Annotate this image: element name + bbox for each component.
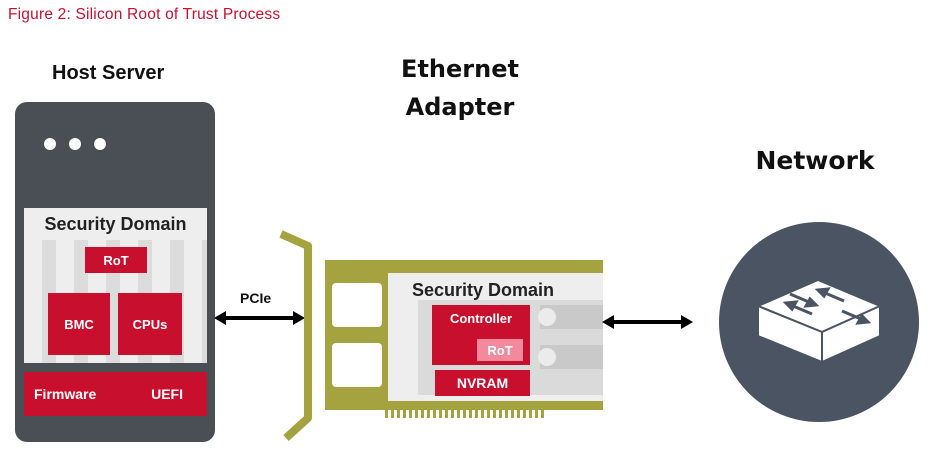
uefi-label: UEFI xyxy=(151,386,183,402)
figure-caption: Figure 2: Silicon Root of Trust Process xyxy=(8,6,281,23)
card-bracket-icon xyxy=(279,230,312,441)
firmware-uefi-block: Firmware UEFI xyxy=(24,372,207,416)
card-cutout xyxy=(332,343,382,387)
server-indicator-dot xyxy=(69,138,81,150)
bmc-block: BMC xyxy=(48,293,110,355)
ethernet-title-line-1: Ethernet xyxy=(401,55,519,83)
host-rot-block: RoT xyxy=(85,247,147,273)
server-indicator-dot xyxy=(44,138,56,150)
server-indicator-dot xyxy=(94,138,106,150)
port-circle xyxy=(538,348,556,366)
ethernet-security-domain-label: Security Domain xyxy=(411,280,555,300)
host-server-title: Host Server xyxy=(52,62,165,84)
pcie-double-arrow xyxy=(214,311,305,325)
ethernet-title-line-2: Adapter xyxy=(405,93,515,121)
host-security-domain-label: Security Domain xyxy=(44,214,187,234)
pcie-label: PCIe xyxy=(240,290,272,306)
card-edge-connector xyxy=(385,410,545,418)
port-circle xyxy=(538,308,556,326)
firmware-label: Firmware xyxy=(34,386,97,402)
ethernet-adapter-title: Ethernet Adapter xyxy=(360,50,560,126)
network-title: Network xyxy=(755,146,875,175)
network-double-arrow xyxy=(602,315,693,329)
card-cutout xyxy=(332,283,382,327)
cpus-block: CPUs xyxy=(118,293,182,355)
ethernet-rot-block: RoT xyxy=(477,339,523,361)
network-switch-icon xyxy=(755,278,883,364)
nvram-block: NVRAM xyxy=(435,370,530,396)
